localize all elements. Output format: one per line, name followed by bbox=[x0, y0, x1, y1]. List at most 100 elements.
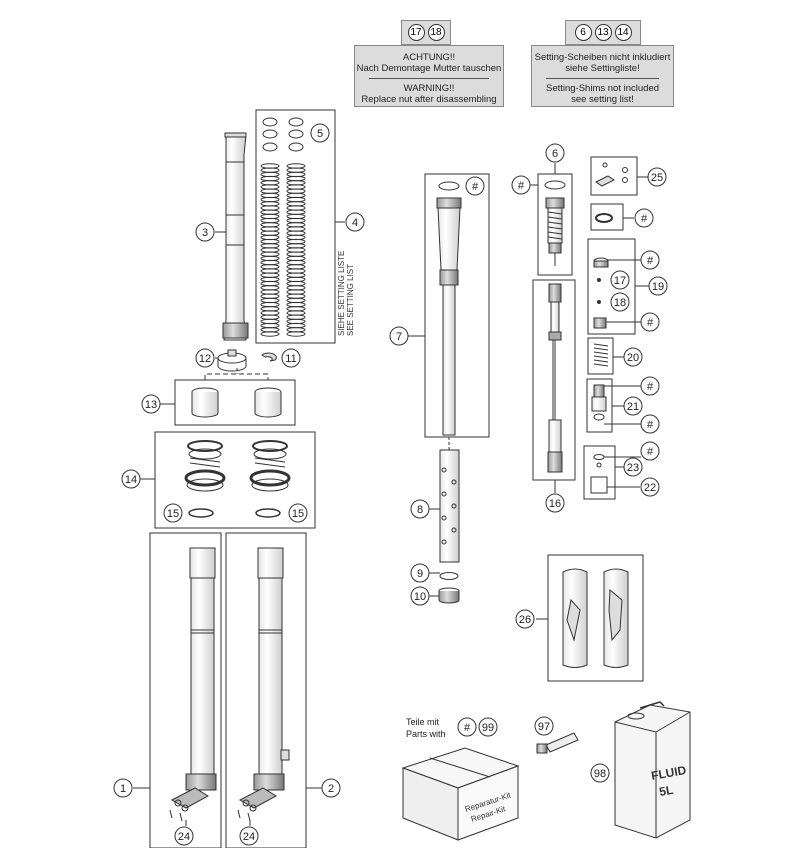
seals-part-14 bbox=[184, 440, 291, 492]
callout-99: 99 bbox=[478, 717, 498, 737]
callout-1: 1 bbox=[113, 778, 133, 798]
svg-text:6: 6 bbox=[552, 148, 558, 160]
callout-hash-kit-top: # bbox=[640, 250, 660, 270]
fork-guards-part-26 bbox=[562, 568, 629, 668]
nut-part-12 bbox=[217, 349, 247, 372]
seal-box bbox=[590, 203, 624, 231]
svg-text:9: 9 bbox=[417, 568, 423, 580]
bushings-part-13 bbox=[191, 387, 282, 418]
fluid-label-2: 5L bbox=[658, 783, 674, 799]
callout-hash-kit-bottom: # bbox=[640, 312, 660, 332]
damper-rod-part-16 bbox=[547, 283, 563, 473]
tube-part-8 bbox=[439, 449, 460, 563]
svg-text:11: 11 bbox=[285, 353, 296, 365]
svg-text:20: 20 bbox=[627, 352, 639, 364]
orings-part-15 bbox=[188, 508, 281, 518]
svg-text:3: 3 bbox=[202, 227, 208, 239]
callout-24a: 24 bbox=[174, 826, 194, 846]
svg-text:#: # bbox=[647, 381, 654, 393]
svg-text:14: 14 bbox=[125, 474, 137, 486]
fluid-label-1: FLUID bbox=[650, 763, 688, 783]
fluid-can-part-98 bbox=[614, 701, 691, 839]
washers-part-5 bbox=[262, 117, 304, 152]
callout-8: 8 bbox=[410, 499, 430, 519]
tag-18: 18 bbox=[427, 24, 445, 41]
callout-19: 19 bbox=[648, 276, 668, 296]
callout-hash-check-valve: # bbox=[640, 441, 660, 461]
callout-hash-piston-bottom: # bbox=[640, 414, 660, 434]
svg-text:2: 2 bbox=[328, 783, 334, 795]
warning-en-title: WARNING!! bbox=[403, 83, 455, 94]
svg-text:10: 10 bbox=[414, 591, 426, 603]
svg-text:7: 7 bbox=[396, 331, 402, 343]
tag-13: 13 bbox=[594, 24, 612, 41]
callout-23: 23 bbox=[623, 457, 643, 477]
svg-text:15: 15 bbox=[292, 508, 304, 520]
seals-box bbox=[154, 431, 316, 529]
warning-de-title: ACHTUNG!! bbox=[402, 52, 456, 63]
grease-tube-part-97 bbox=[536, 732, 579, 754]
spring-part-20 bbox=[593, 343, 609, 367]
svg-text:1: 1 bbox=[120, 783, 126, 795]
hardware-box bbox=[590, 156, 638, 196]
parts-with-label-en: Parts with bbox=[406, 729, 446, 739]
settings-en-text: see setting list! bbox=[571, 94, 634, 105]
check-valve-part-23 bbox=[593, 454, 605, 468]
fork-springs-part-4 bbox=[260, 163, 306, 337]
svg-text:24: 24 bbox=[243, 831, 255, 843]
callout-18: 18 bbox=[610, 292, 630, 312]
check-valve-box bbox=[583, 445, 616, 500]
warning-de-text: Nach Demontage Mutter tauschen bbox=[356, 63, 502, 74]
svg-text:23: 23 bbox=[627, 462, 639, 474]
callout-15a: 15 bbox=[163, 503, 183, 523]
callout-hash-seal: # bbox=[634, 208, 654, 228]
hardware-part-25 bbox=[595, 162, 628, 187]
callout-24b: 24 bbox=[239, 826, 259, 846]
seal-ring bbox=[595, 213, 613, 223]
callout-17: 17 bbox=[610, 270, 630, 290]
callout-hash-piston-top: # bbox=[640, 376, 660, 396]
inner-tube-part-1 bbox=[169, 547, 217, 822]
parts-with-label-de: Teile mit bbox=[406, 717, 440, 727]
inner-tube-part-2 bbox=[237, 547, 290, 822]
callout-97: 97 bbox=[534, 716, 554, 736]
cartridge-box bbox=[424, 173, 490, 438]
valve-kit-part-19 bbox=[593, 257, 609, 329]
svg-text:99: 99 bbox=[482, 722, 494, 734]
callout-2: 2 bbox=[321, 778, 341, 798]
svg-text:16: 16 bbox=[549, 498, 561, 510]
callout-hash-valve: # bbox=[511, 175, 531, 195]
callout-98: 98 bbox=[590, 763, 610, 783]
tag-6: 6 bbox=[574, 24, 592, 41]
svg-text:#: # bbox=[647, 419, 654, 431]
warning-note: ACHTUNG!! Nach Demontage Mutter tauschen… bbox=[354, 45, 504, 107]
cartridge-part-7 bbox=[436, 181, 462, 436]
note-divider bbox=[546, 78, 659, 79]
svg-text:#: # bbox=[472, 181, 479, 193]
valve-part-22 bbox=[590, 476, 608, 494]
callout-11: 11 bbox=[281, 348, 301, 368]
repair-kit-box bbox=[401, 747, 520, 841]
settings-de-title: Setting-Scheiben nicht inkludiert bbox=[534, 52, 671, 63]
svg-text:4: 4 bbox=[352, 217, 358, 229]
setting-list-label-en: SEE SETTING LIST bbox=[346, 264, 355, 336]
settings-note: Setting-Scheiben nicht inkludiert siehe … bbox=[531, 45, 674, 107]
callout-16: 16 bbox=[545, 493, 565, 513]
damper-rod-box bbox=[532, 279, 576, 481]
callout-9: 9 bbox=[410, 563, 430, 583]
svg-text:15: 15 bbox=[167, 508, 179, 520]
outer-tube-part-3 bbox=[222, 132, 249, 341]
svg-text:19: 19 bbox=[652, 281, 664, 293]
svg-text:21: 21 bbox=[627, 401, 639, 413]
svg-text:26: 26 bbox=[519, 614, 531, 626]
svg-text:17: 17 bbox=[614, 275, 626, 287]
callout-20: 20 bbox=[623, 347, 643, 367]
settings-note-tags: 6 13 14 bbox=[565, 20, 641, 45]
spring-coil bbox=[286, 331, 306, 337]
svg-text:5: 5 bbox=[317, 128, 323, 140]
leader-lines bbox=[133, 132, 649, 826]
tag-14: 14 bbox=[614, 24, 632, 41]
svg-text:97: 97 bbox=[538, 721, 550, 733]
warning-en-text: Replace nut after disassembling bbox=[361, 94, 497, 105]
